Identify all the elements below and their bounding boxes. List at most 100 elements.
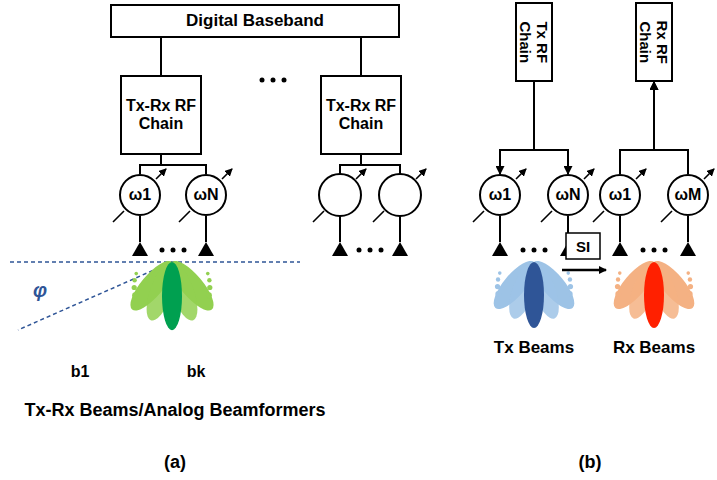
box-text: Tx RF Chain bbox=[517, 6, 552, 78]
beam-dot bbox=[686, 271, 690, 275]
beam-dot bbox=[495, 291, 501, 297]
antenna-symbol bbox=[132, 216, 696, 256]
tx-rf-chain-box: Tx RF Chain bbox=[515, 2, 553, 82]
beam-dot bbox=[206, 292, 212, 298]
baseband-box: Digital Baseband bbox=[110, 4, 400, 38]
phase-shifter: ω1 bbox=[119, 174, 161, 216]
antenna-feed bbox=[619, 216, 621, 242]
signal-wire bbox=[161, 155, 206, 174]
signal-wire bbox=[654, 82, 688, 174]
antenna-feed bbox=[139, 216, 141, 242]
box-text: Rx RF Chain bbox=[637, 6, 672, 78]
antenna-feed bbox=[339, 216, 341, 242]
phase-arrow-head bbox=[704, 169, 714, 179]
beam-dot bbox=[615, 284, 620, 289]
phase-shifter: ωN bbox=[547, 174, 589, 216]
rf-chain-box: Tx-Rx RF Chain bbox=[120, 75, 202, 155]
main-beam bbox=[162, 262, 182, 330]
antenna-element bbox=[680, 242, 696, 256]
signal-wire bbox=[140, 155, 161, 174]
si-label: SI bbox=[576, 238, 590, 255]
antenna-element bbox=[612, 242, 628, 256]
phase-arrow-tail bbox=[179, 211, 190, 222]
beam-dot bbox=[207, 285, 212, 290]
signal-wire bbox=[534, 82, 568, 174]
rx-rf-chain-box: Rx RF Chain bbox=[635, 2, 673, 82]
antenna-element bbox=[392, 242, 408, 256]
phase-shift-arrow bbox=[113, 169, 714, 222]
phase-arrow-head bbox=[156, 169, 166, 179]
antenna-feed bbox=[205, 216, 207, 242]
beam-dot bbox=[566, 271, 570, 275]
phase-arrow-tail bbox=[593, 211, 604, 222]
phase-shifter: ωN bbox=[185, 174, 227, 216]
beam-dot bbox=[688, 277, 692, 281]
beam-dot bbox=[567, 291, 573, 297]
beam-dot bbox=[207, 278, 211, 282]
beam-label: Rx Beams bbox=[613, 338, 695, 358]
antenna-feed bbox=[399, 216, 401, 242]
phase-arrow-head bbox=[516, 169, 526, 179]
antenna-feed bbox=[499, 216, 501, 242]
box-text: ω1 bbox=[489, 186, 511, 204]
box-text: Tx-Rx RF Chain bbox=[125, 97, 197, 134]
box-text: Digital Baseband bbox=[186, 11, 324, 31]
beam-dot bbox=[688, 284, 693, 289]
main-beam bbox=[644, 262, 664, 328]
beam-dot bbox=[206, 272, 210, 276]
antenna-element bbox=[332, 242, 348, 256]
box-text: ωM bbox=[675, 186, 702, 204]
phase-arrow-head bbox=[584, 169, 594, 179]
antenna-element bbox=[198, 242, 214, 256]
signal-wire bbox=[160, 38, 162, 75]
phase-arrow-tail bbox=[541, 211, 552, 222]
antenna-element bbox=[132, 242, 148, 256]
box-text: ωN bbox=[555, 186, 580, 204]
beam-dot bbox=[496, 277, 500, 281]
phase-arrow-tail bbox=[113, 211, 124, 222]
antenna-element bbox=[492, 242, 508, 256]
main-beam bbox=[524, 262, 544, 328]
panel-label: (b) bbox=[579, 452, 602, 473]
beam-index: bk bbox=[187, 363, 206, 381]
phase-shifter: ωM bbox=[667, 174, 709, 216]
beam-dot bbox=[615, 291, 621, 297]
phase-arrow-tail bbox=[373, 211, 384, 222]
box-text: ωN bbox=[193, 186, 218, 204]
beam-dot bbox=[568, 277, 572, 281]
box-text: Tx-Rx RF Chain bbox=[325, 97, 397, 134]
phase-arrow-head bbox=[636, 169, 646, 179]
beam-dot bbox=[687, 291, 693, 297]
figure-caption: Tx-Rx Beams/Analog Beamformers bbox=[24, 400, 325, 421]
beam-index: b1 bbox=[71, 363, 90, 381]
ellipsis-dots bbox=[160, 78, 668, 253]
panel-label: (a) bbox=[164, 452, 186, 473]
beam-pattern bbox=[124, 255, 701, 330]
beam-dot bbox=[616, 277, 620, 281]
beam-dot bbox=[495, 284, 500, 289]
beam-dot bbox=[618, 271, 622, 275]
phase-arrow-head bbox=[416, 169, 426, 179]
beam-dot bbox=[132, 285, 137, 290]
beam-dot bbox=[132, 278, 136, 282]
phase-shifter: ω1 bbox=[599, 174, 641, 216]
phase-shifter: ω1 bbox=[479, 174, 521, 216]
phase-arrow-head bbox=[222, 169, 232, 179]
beam-dot bbox=[568, 284, 573, 289]
beam-dot bbox=[498, 271, 502, 275]
beam-label: Tx Beams bbox=[494, 338, 574, 358]
si-box bbox=[566, 233, 600, 259]
signal-wire bbox=[620, 82, 654, 174]
phase-arrow-tail bbox=[313, 211, 324, 222]
phase-arrow-head bbox=[356, 169, 366, 179]
rf-chain-box: Tx-Rx RF Chain bbox=[320, 75, 402, 155]
phase-arrow-tail bbox=[661, 211, 672, 222]
angle-label: φ bbox=[33, 279, 47, 302]
signal-wire bbox=[500, 82, 534, 174]
box-text: ω1 bbox=[609, 186, 631, 204]
box-text: ω1 bbox=[129, 186, 151, 204]
signal-wire bbox=[360, 38, 362, 75]
bus-wire bbox=[319, 155, 421, 216]
beam-dot bbox=[132, 292, 138, 298]
